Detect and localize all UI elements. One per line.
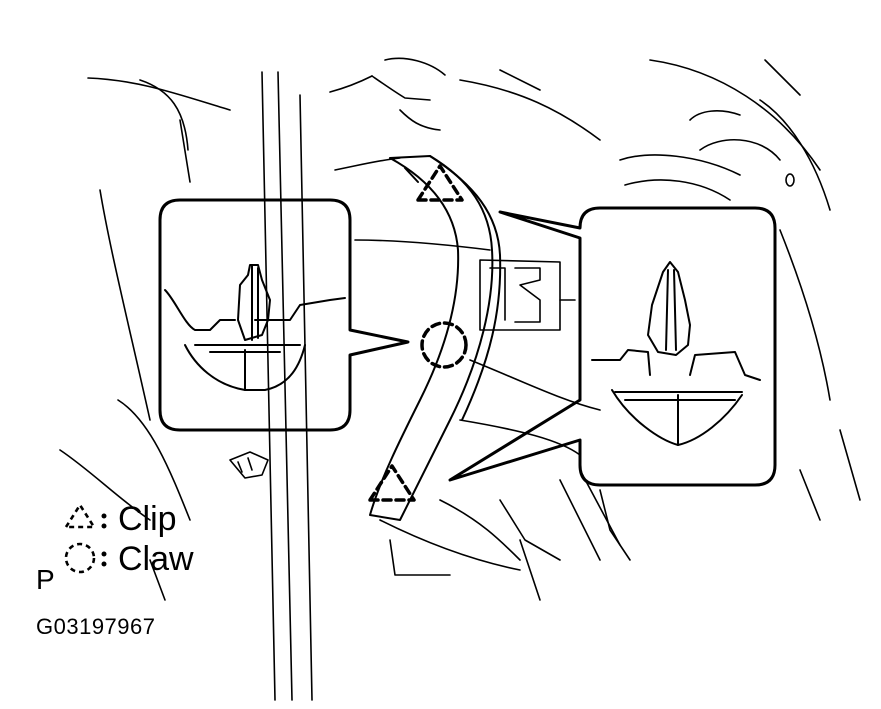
left-inset-detail xyxy=(158,198,410,432)
figure-id: G03197967 xyxy=(36,614,156,639)
legend-claw: Claw xyxy=(118,542,194,576)
trim-panel xyxy=(369,155,502,521)
legend-p-label: P xyxy=(36,564,55,595)
clip-marker-bottom xyxy=(368,464,416,502)
right-inset-detail xyxy=(448,206,777,487)
dashed-triangle-icon xyxy=(63,502,97,529)
clip-marker-top xyxy=(416,164,464,202)
background-linework xyxy=(59,57,861,701)
legend-claw-label: Claw xyxy=(118,540,194,578)
dashed-circle-icon xyxy=(64,542,96,574)
legend-clip: Clip xyxy=(118,502,177,536)
claw-marker xyxy=(420,321,468,369)
legend-clip-label: Clip xyxy=(118,500,177,538)
